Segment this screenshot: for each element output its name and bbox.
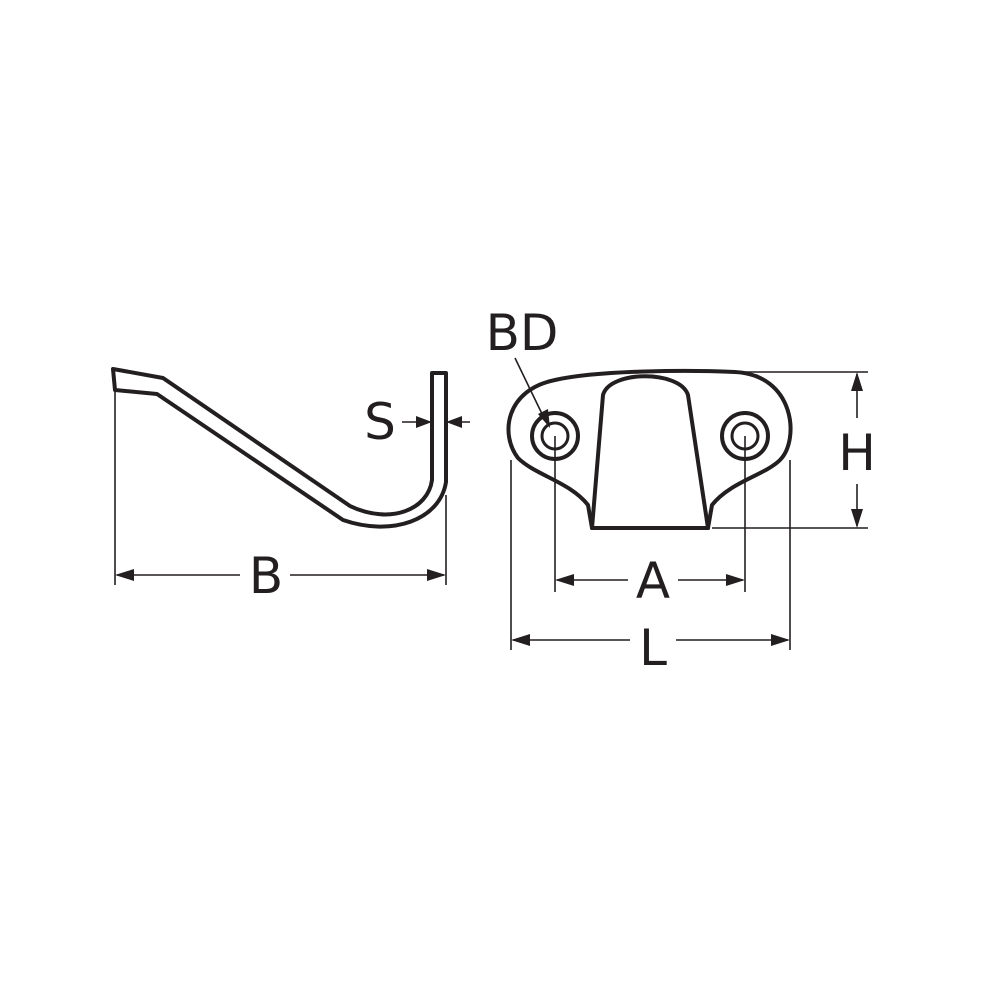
- label-b: B: [249, 547, 283, 605]
- b-arrow-left: [115, 569, 134, 581]
- a-arrow-right: [726, 574, 745, 586]
- hook-profile: [111, 367, 448, 529]
- a-arrow-left: [555, 574, 574, 586]
- bd-arrow: [538, 409, 550, 428]
- h-arrow-top: [851, 372, 863, 391]
- front-view: BD A L H: [486, 304, 876, 677]
- l-arrow-left: [511, 634, 530, 646]
- label-bd: BD: [486, 304, 559, 362]
- h-arrow-bottom: [851, 509, 863, 528]
- hook-boss: [590, 374, 710, 530]
- base-plate: [506, 368, 793, 530]
- s-arrow-right: [446, 416, 462, 428]
- bd-leader-line: [514, 357, 545, 419]
- label-s: S: [364, 393, 396, 451]
- side-view: B S: [111, 367, 470, 605]
- label-l: L: [639, 619, 667, 677]
- label-a: A: [636, 552, 670, 610]
- s-arrow-left: [416, 416, 432, 428]
- b-arrow-right: [427, 569, 446, 581]
- label-h: H: [838, 424, 876, 482]
- l-arrow-right: [771, 634, 790, 646]
